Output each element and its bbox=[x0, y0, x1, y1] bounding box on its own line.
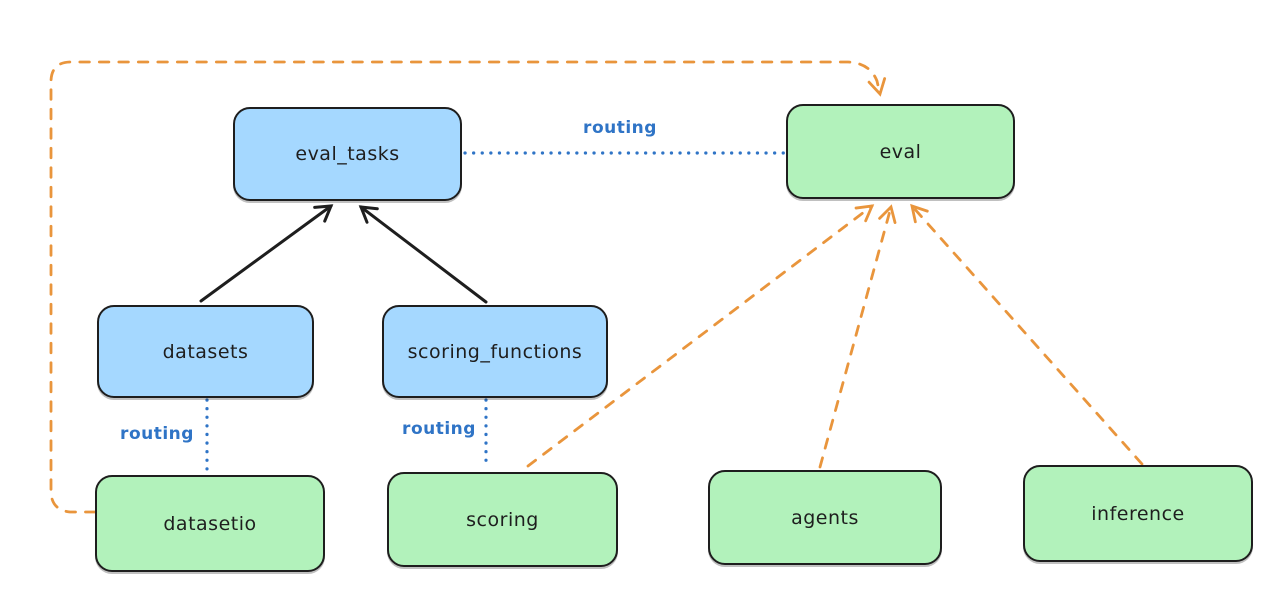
edge-agents-to-eval bbox=[818, 204, 897, 469]
node-scoring-functions-label: scoring_functions bbox=[407, 340, 583, 363]
node-scoring-functions: scoring_functions bbox=[382, 305, 608, 398]
node-eval-tasks-label: eval_tasks bbox=[295, 143, 400, 165]
routing-label-datasets-datasetio: routing bbox=[120, 424, 194, 444]
node-scoring: scoring bbox=[387, 472, 618, 567]
node-agents: agents bbox=[708, 470, 942, 565]
node-eval-label: eval bbox=[879, 140, 922, 163]
routing-label-scoring-functions-scoring: routing bbox=[402, 419, 476, 439]
node-datasets-label: datasets bbox=[162, 340, 249, 363]
edge-datasets-to-eval-tasks bbox=[199, 204, 334, 303]
node-datasetio-label: datasetio bbox=[163, 512, 257, 535]
node-datasetio: datasetio bbox=[95, 475, 325, 572]
node-datasets: datasets bbox=[97, 305, 314, 398]
edge-inference-to-eval bbox=[910, 203, 1144, 466]
node-agents-label: agents bbox=[791, 506, 859, 529]
routing-label-eval-tasks-eval: routing bbox=[583, 118, 657, 138]
node-eval-tasks: eval_tasks bbox=[233, 107, 462, 201]
edge-scoring-functions-to-eval-tasks bbox=[358, 205, 488, 304]
edge-datasetio-to-eval bbox=[49, 60, 887, 514]
edge-scoring-to-eval bbox=[526, 204, 875, 468]
node-inference-label: inference bbox=[1091, 502, 1185, 525]
node-inference: inference bbox=[1023, 465, 1253, 562]
node-scoring-label: scoring bbox=[466, 508, 539, 531]
node-eval: eval bbox=[786, 104, 1015, 199]
